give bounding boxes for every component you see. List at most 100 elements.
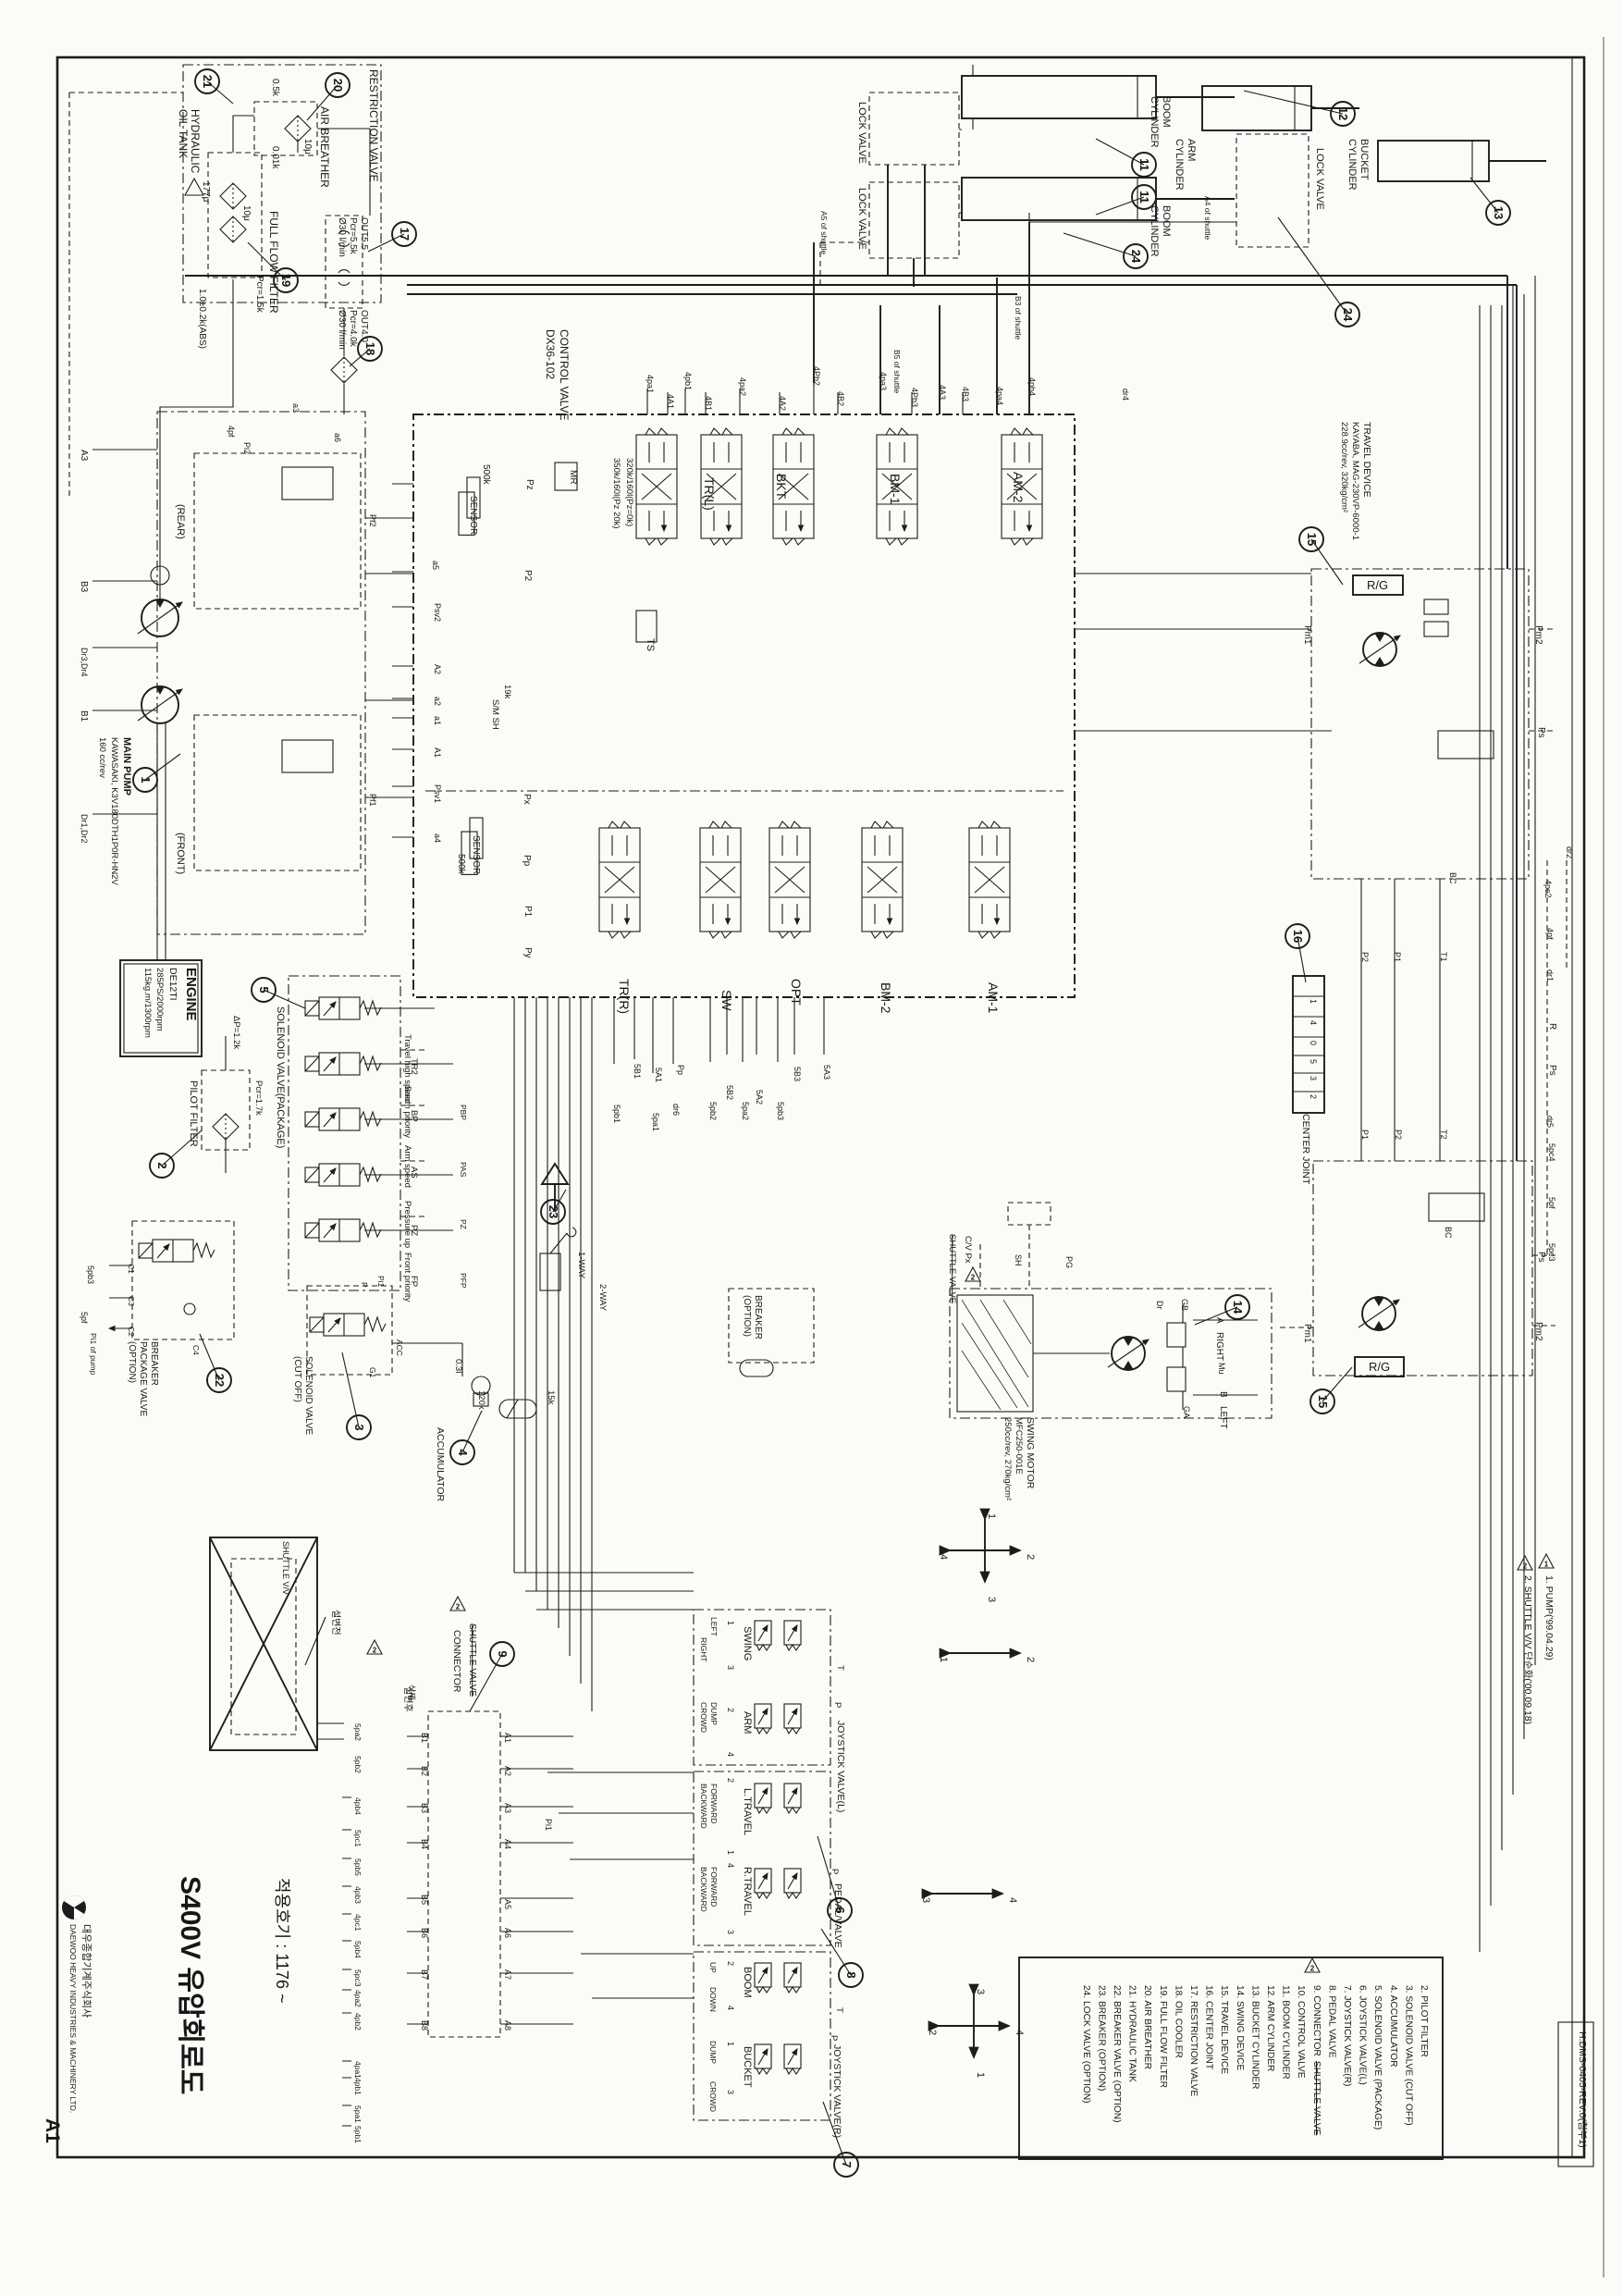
diagram-label: Psv2 [433,603,442,622]
diagram-label: 5A2 [755,1090,764,1105]
diagram-label: A4 of shuttle [1203,196,1212,241]
diagram-label: ARM [742,1711,753,1734]
diagram-label: 5pb5 [353,1858,363,1876]
diagram-label: C/V Px [963,1236,973,1264]
pump-rear-icon [138,599,182,636]
diagram-label: Pcr=4.0k [348,310,358,348]
diagram-label: G1 [368,1367,377,1378]
callout-leader [199,1333,220,1381]
lock-valve-arm [1236,133,1309,248]
diagram-label: Px [522,794,532,805]
diagram-label: Pm2 [1533,1322,1543,1341]
diagram-label: 4A3 [938,385,947,400]
diagram-label: Pz [524,479,535,490]
pedal-valve [693,1771,831,1946]
diagram-label: 2-WAY [597,1284,608,1312]
travel-motor-icon [1359,633,1400,666]
legend-item: 23. BREAKER (OPTION) [1096,1985,1106,2091]
callout-circle [391,221,417,247]
breaker-hammer-icon [540,1162,570,1212]
diagram-label: AM-1 [986,982,1001,1014]
revision-triangle-icon [449,1595,466,1611]
diagram-label: 4pc1 [353,1914,363,1932]
ts-valve [635,610,658,643]
diagram-label: HYDRAULIC [189,109,202,174]
diagram-label: A5 [503,1899,512,1909]
callout-circle [1123,243,1149,269]
diagram-label: 10μ [302,139,313,154]
diagram-label: KAYABA, MAG-230VP-6000-1 [1350,422,1360,540]
diagram-label: CYLINDER [1174,139,1185,191]
diagram-label: Pm1 [1302,625,1312,645]
callout-leader [469,1653,503,1712]
compass-number: 4 [938,1554,949,1560]
diagram-label: 250cc/rev, 270kg/cm² [1002,1417,1013,1500]
callout-circle [1485,200,1511,226]
diagram-label: SHUTTLE V/V [281,1541,290,1595]
revision-notes: 1. PUMP('99.04.29)2. SHUTTLE V/V 단순화('00… [1522,1575,1555,1724]
swing-motor-icon [1108,1337,1149,1370]
callout-circle [325,72,350,98]
diagram-label: Pf2 [368,514,377,527]
callout-circle [1298,526,1324,552]
sheet-frame [55,37,1605,2277]
diagram-label: R/G [1369,1360,1390,1374]
diagram-label: LEFT [1218,1406,1228,1428]
diagram-label: P [360,1282,369,1288]
joystick-valve-left [693,1609,831,1766]
callout-circle [827,1897,853,1923]
engine-box [119,959,203,1057]
legend-item: 13. BUCKET CYLINDER [1249,1985,1260,2089]
lock-valve-boom1 [868,92,960,166]
diagram-label: MFC250-001E [1014,1417,1024,1475]
diagram-label: PZ [459,1219,468,1229]
diagram-label: 5B1 [633,1064,642,1079]
diagram-label: SHUTTLE VALVE [467,1623,477,1697]
diagram-label: KAWASAKI, K3V180DTH1P0R-HN2V [109,737,119,885]
diagram-label: 1 [726,2042,735,2046]
solenoid-valve-package [288,975,453,1291]
diagram-label: 115kg.m/1300rpm [142,968,153,1038]
legend-item: 5. SOLENOID VALVE (PACKAGE) [1372,1985,1383,2129]
diagram-label: P [832,1702,842,1708]
revision-triangle-icon [1304,1957,1321,1973]
revision-triangle-number: 2 [373,1647,377,1655]
diagram-label: 5pb2 [353,1756,363,1773]
diagram-label: 4pc2 [1543,880,1553,898]
diagram-label: CONTROL VALVE [558,329,571,420]
callout-number: 6 [833,1907,847,1913]
diagram-label: A8 [503,2020,512,2031]
diagram-label: B [1218,1391,1228,1398]
diagram-label: 4pa3 [879,372,888,390]
legend-item: 3. SOLENOID VALVE (CUT OFF) [1403,1985,1413,2126]
diagram-label: RESTRICTION VALVE [367,69,380,182]
diagram-label: B7 [420,1969,429,1980]
callout-leader [1469,177,1499,214]
diagram-label: C2 [127,1327,136,1337]
diagram-label: BKT [774,474,789,500]
legend-item: 14. SWING DEVICE [1235,1985,1245,2070]
compass-number: 4 [1014,2030,1025,2035]
travel-device-upper [1276,568,1554,1161]
diagram-label: a1 [433,716,442,725]
diagram-label: FULL FLOW FILTER [267,211,280,314]
diagram-label: 5pb2 [708,1102,718,1120]
compass-number: 4 [1007,1897,1018,1903]
diagram-label: 0.5k [270,79,280,97]
diagram-label: P1 [523,906,533,918]
compass-number: 3 [975,1989,986,1994]
diagram-label: dr2 [1565,846,1574,858]
diagram-label: 5pb3 [86,1265,95,1284]
diagram-label: A1 [433,747,442,758]
callout-leader [206,80,234,105]
diagram-label: 5pa2 [741,1102,750,1120]
diagram-label: AM-2 [1011,472,1026,503]
diagram-label: LOCK VALVE [856,188,867,250]
diagram-label: PZ [409,1225,419,1236]
diagram-label: Dr [1155,1301,1164,1310]
revision-note: 1. PUMP('99.04.29) [1543,1575,1555,1660]
diagram-label: 5pf [80,1312,89,1324]
diagram-label: 5pa1 [353,2105,363,2123]
callout-number: 15 [1316,1395,1330,1408]
